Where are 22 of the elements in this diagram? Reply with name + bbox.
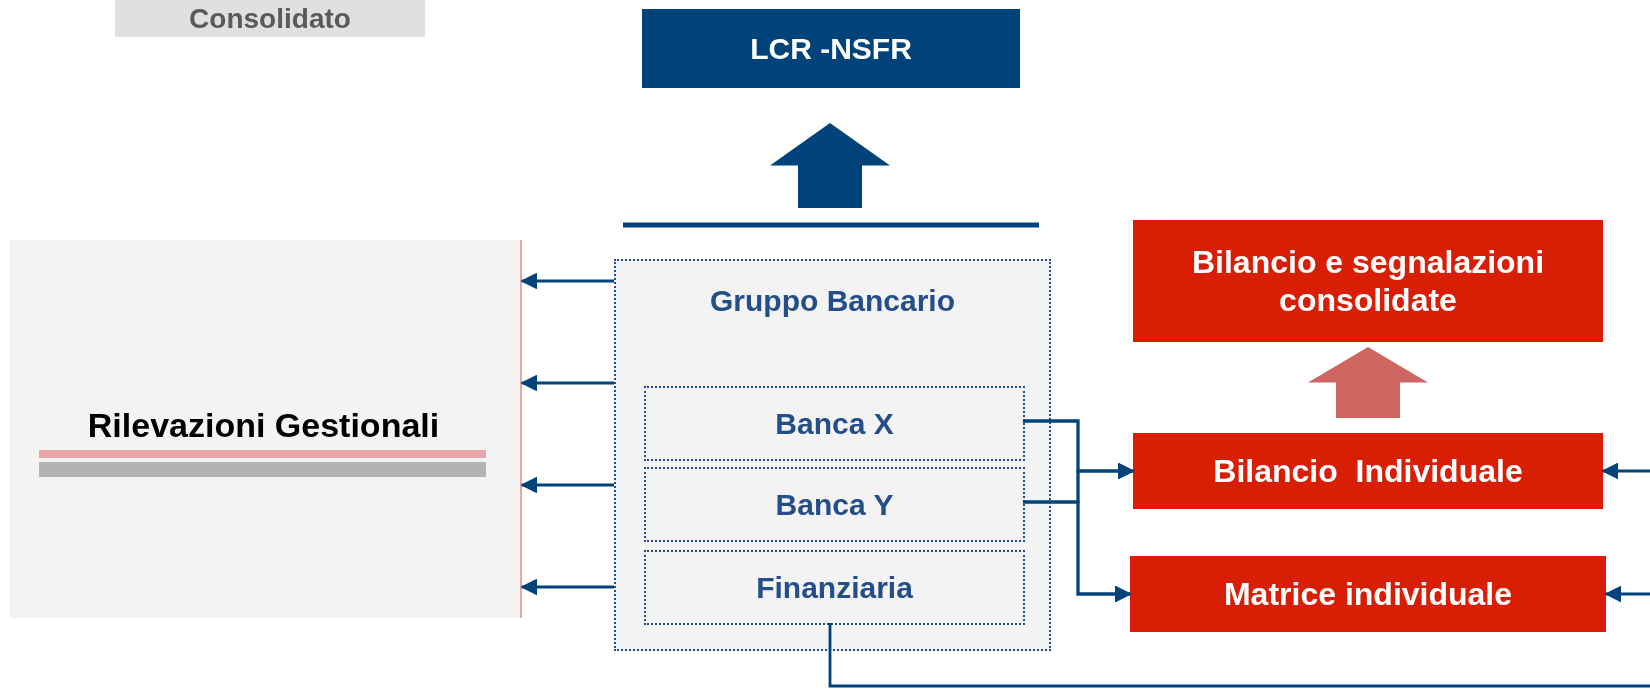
block-arrow bbox=[770, 123, 890, 208]
report-box bbox=[1130, 556, 1606, 632]
box-label: Matrice individuale bbox=[1223, 574, 1513, 614]
box-label: Banca Y bbox=[775, 486, 894, 523]
box-label: Consolidato bbox=[189, 1, 351, 36]
box-label: Gruppo Bancario bbox=[710, 283, 955, 319]
box-label: Banca X bbox=[775, 405, 894, 442]
block-arrow bbox=[1308, 347, 1428, 418]
entity-box bbox=[644, 467, 1025, 542]
box-label: Bilancio Individuale bbox=[1213, 451, 1523, 491]
output-box bbox=[642, 9, 1020, 88]
report-box bbox=[1133, 433, 1603, 509]
entity-box bbox=[644, 386, 1025, 461]
entity-box bbox=[644, 550, 1025, 625]
box-label: LCR -NSFR bbox=[750, 30, 912, 67]
box-label: Bilancio e segnalazioni consolidate bbox=[1190, 242, 1546, 320]
group-container bbox=[614, 259, 1051, 651]
box-label: Finanziaria bbox=[756, 569, 913, 606]
label-box bbox=[115, 0, 425, 37]
side-panel bbox=[10, 240, 522, 618]
panel-title: Rilevazioni Gestionali bbox=[86, 405, 441, 446]
report-box bbox=[1133, 220, 1603, 342]
